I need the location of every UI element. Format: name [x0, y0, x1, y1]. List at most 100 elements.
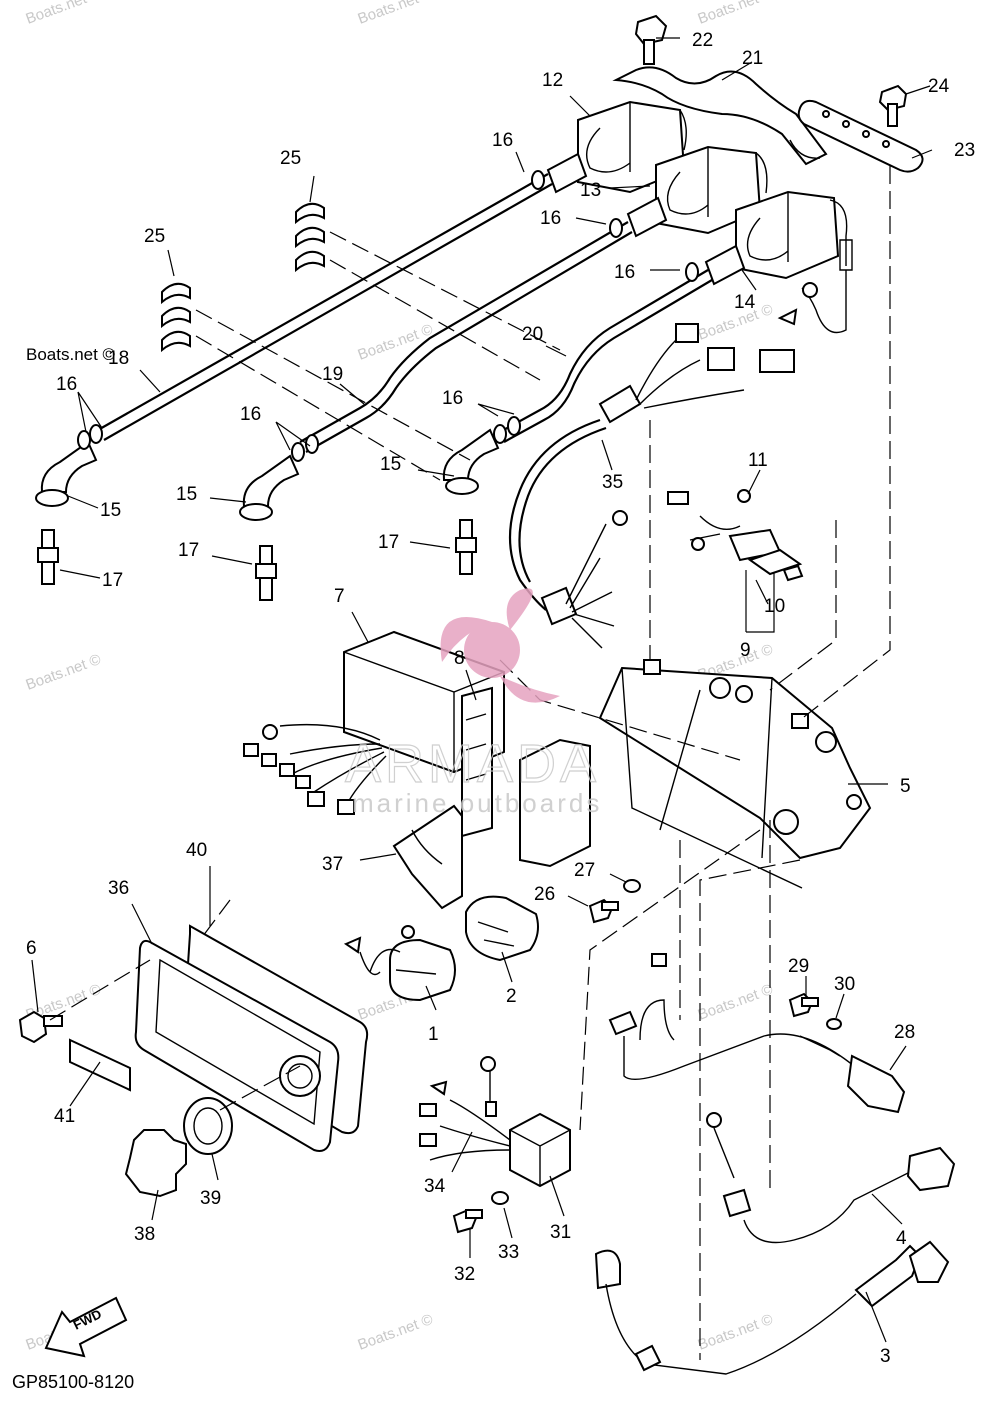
watermark-text: Boats.net © [24, 651, 104, 694]
callout-16a: 16 [492, 130, 513, 151]
spark-plug-17-a [37, 529, 59, 585]
callout-19: 19 [322, 364, 343, 385]
callout-25a: 25 [280, 148, 301, 169]
washer-30 [826, 1018, 842, 1030]
watermark-text: Boats.net © [696, 0, 776, 28]
high-tension-cord-20 [442, 269, 713, 495]
watermark-text: Boats.net © [356, 1311, 436, 1354]
oil-seal-39 [183, 1097, 233, 1155]
brand-name: ARMADA [345, 734, 600, 794]
bolt-22 [634, 14, 668, 65]
callout-25b: 25 [144, 226, 165, 247]
watermark-text: Boats.net © [356, 0, 436, 28]
callout-26: 26 [534, 884, 555, 905]
bolt-26 [588, 898, 619, 924]
sensor-cord-3 [594, 1240, 950, 1375]
callout-3: 3 [880, 1346, 891, 1367]
callout-36: 36 [108, 878, 129, 899]
bolt-24 [878, 84, 908, 127]
callout-4: 4 [896, 1228, 907, 1249]
callout-10: 10 [764, 596, 785, 617]
rectifier-31-34 [419, 1056, 571, 1188]
callout-34: 34 [424, 1176, 446, 1197]
electrical-bracket-5 [598, 659, 872, 889]
cord-rings-16 [77, 170, 699, 462]
callout-16e: 16 [240, 404, 261, 425]
sensor-9-10-11 [667, 489, 804, 582]
rectifier-8 [461, 686, 591, 868]
callout-15a: 15 [100, 500, 121, 521]
callout-17c: 17 [378, 532, 399, 553]
callout-30: 30 [834, 974, 855, 995]
cover-36 [134, 939, 340, 1152]
callout-1: 1 [428, 1024, 439, 1045]
callout-38: 38 [134, 1224, 155, 1245]
callout-35: 35 [602, 472, 623, 493]
high-tension-cord-19 [239, 221, 633, 521]
leader-lines [31, 37, 933, 1343]
callout-15c: 15 [380, 454, 401, 475]
washer-27 [623, 879, 641, 893]
diagram-code: GP85100-8120 [12, 1372, 134, 1392]
washer-33 [491, 1191, 509, 1205]
callout-16f: 16 [442, 388, 463, 409]
spark-plug-17-b [255, 545, 277, 601]
callout-32: 32 [454, 1264, 475, 1285]
callout-29: 29 [788, 956, 809, 977]
callout-40: 40 [186, 840, 207, 861]
callout-27: 27 [574, 860, 595, 881]
cap-38 [124, 1129, 187, 1198]
callout-13: 13 [580, 180, 601, 201]
callout-8: 8 [454, 648, 465, 669]
watermark-text: Boats.net © [696, 981, 776, 1024]
watermark-text: Boats.net © [24, 0, 104, 28]
callout-18: 18 [108, 348, 129, 369]
ignition-coil-14 [704, 190, 853, 334]
callout-24: 24 [928, 76, 950, 97]
coil-bracket-21 [612, 66, 828, 166]
brand-tagline: marine outboards [352, 788, 602, 818]
bolt-6 [18, 1010, 63, 1044]
callout-28: 28 [894, 1022, 915, 1043]
sensor-cord-4 [706, 1112, 956, 1244]
armada-logo: ARMADA marine outboards [344, 588, 602, 818]
callout-17b: 17 [178, 540, 199, 561]
high-tension-cord-18 [35, 173, 553, 507]
fwd-arrow-icon: FWD [44, 1296, 128, 1358]
callout-14: 14 [734, 292, 756, 313]
switch-2 [465, 895, 539, 962]
callout-20: 20 [522, 324, 543, 345]
callout-labels: 1 2 3 4 5 6 7 8 9 10 11 12 13 14 15 15 1… [26, 30, 975, 1367]
callout-41: 41 [54, 1106, 75, 1127]
wire-harness-35 [508, 323, 795, 649]
callout-37: 37 [322, 854, 343, 875]
callout-5: 5 [900, 776, 911, 797]
cord-holder-25-upper [295, 202, 325, 273]
cord-holder-25-lower [161, 282, 191, 353]
callout-39: 39 [200, 1188, 221, 1209]
sensor-28 [608, 953, 906, 1114]
callout-9: 9 [740, 640, 751, 661]
callout-6: 6 [26, 938, 37, 959]
bolt-32 [452, 1208, 483, 1234]
callout-17a: 17 [102, 570, 123, 591]
callout-22: 22 [692, 30, 713, 51]
callout-23: 23 [954, 140, 975, 161]
callout-16d: 16 [56, 374, 77, 395]
callout-21: 21 [742, 48, 763, 69]
callout-11: 11 [748, 450, 768, 471]
ignition-coil-13 [626, 145, 768, 238]
callout-12: 12 [542, 70, 563, 91]
plate-23 [797, 99, 924, 173]
callout-16c: 16 [614, 262, 635, 283]
callout-2: 2 [506, 986, 517, 1007]
label-41 [69, 1038, 131, 1092]
callout-33: 33 [498, 1242, 519, 1263]
callout-31: 31 [550, 1222, 571, 1243]
bracket-37 [392, 804, 463, 910]
watermark-text: Boats.net © [696, 1311, 776, 1354]
switch-1 [343, 925, 456, 1002]
spark-plug-17-c [455, 519, 477, 575]
callout-7: 7 [334, 586, 345, 607]
